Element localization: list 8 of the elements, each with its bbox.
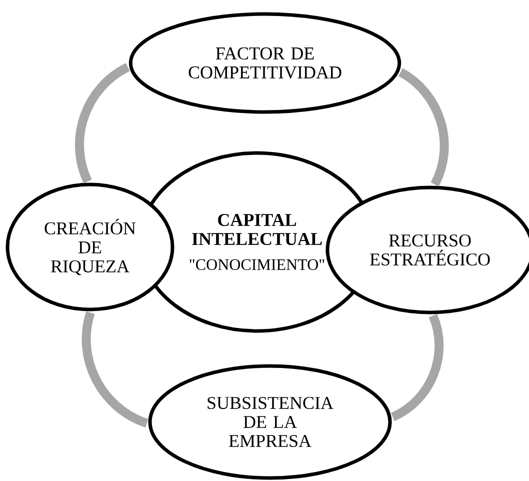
- ring-arc: [82, 312, 149, 428]
- ring-arc: [398, 68, 449, 186]
- ellipse-node: SUBSISTENCIA DE LA EMPRESA: [148, 364, 392, 480]
- ellipse-node: CREACIÓN DE RIQUEZA: [6, 182, 174, 312]
- ellipse-node: FACTOR DE COMPETITIVIDAD: [128, 12, 402, 114]
- ring-arc: [75, 63, 130, 184]
- ellipse-node: RECURSO ESTRATÉGICO: [326, 186, 529, 314]
- ring-arc: [390, 314, 444, 422]
